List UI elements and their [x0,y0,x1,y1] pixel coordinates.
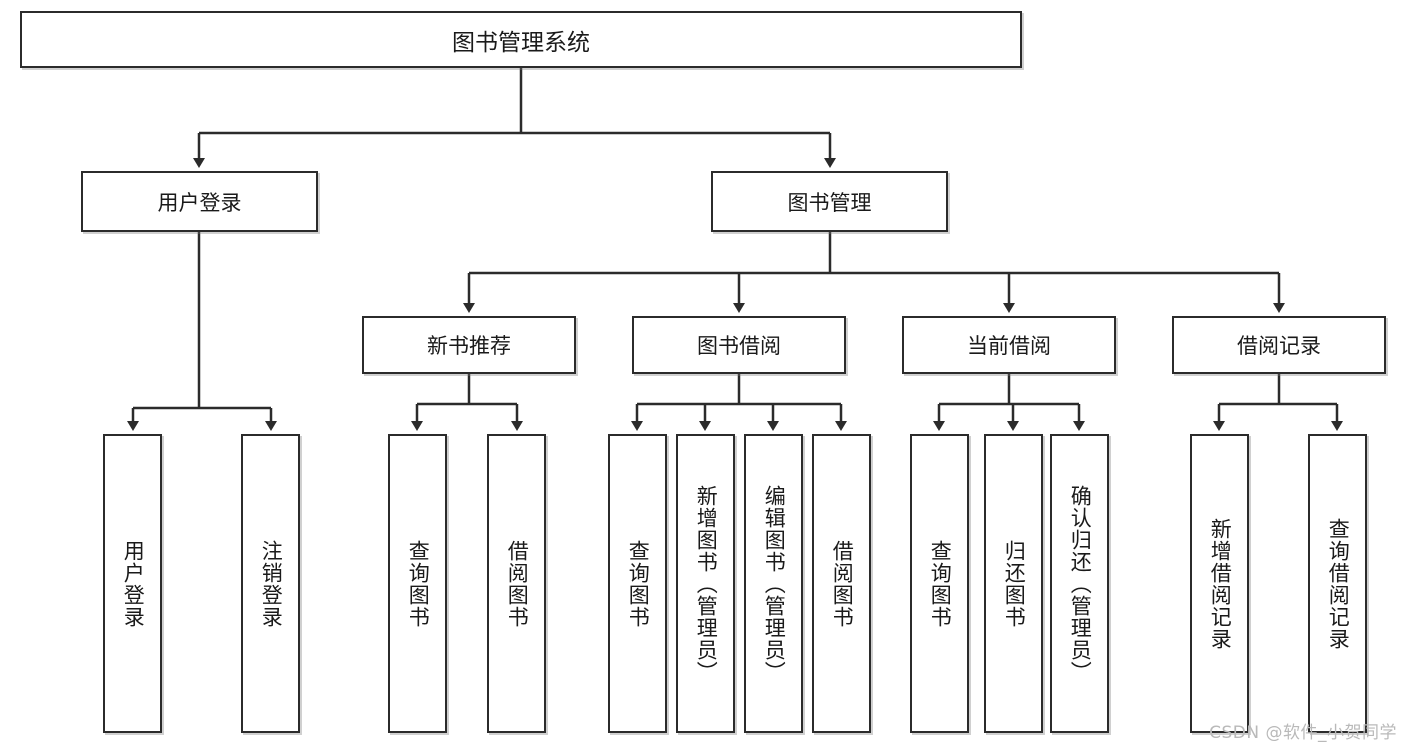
leaf-add-book-admin[interactable]: 新增图书（管理员） [676,434,735,733]
node-book-borrow-label: 图书借阅 [697,334,781,358]
leaf-query-book-recommend[interactable]: 查询图书 [388,434,447,733]
node-user-login[interactable]: 用户登录 [81,171,318,232]
leaf-user-login[interactable]: 用户登录 [103,434,162,733]
leaf-query-borrow-record[interactable]: 查询借阅记录 [1308,434,1367,733]
leaf-query-book-borrow-label: 查询图书 [626,539,651,628]
leaf-query-book-current[interactable]: 查询图书 [910,434,969,733]
node-current-borrow-label: 当前借阅 [967,334,1051,358]
leaf-add-borrow-record-label: 新增借阅记录 [1208,517,1233,650]
leaf-add-book-admin-label: 新增图书（管理员） [694,484,719,683]
node-root-label: 图书管理系统 [452,29,590,56]
leaf-user-login-label: 用户登录 [121,539,146,628]
node-user-login-label: 用户登录 [157,190,242,215]
leaf-borrow-book-label: 借阅图书 [830,539,855,628]
leaf-confirm-return-admin[interactable]: 确认归还（管理员） [1050,434,1109,733]
node-borrow-record-label: 借阅记录 [1237,334,1321,358]
node-book-management[interactable]: 图书管理 [711,171,948,232]
leaf-return-book-label: 归还图书 [1002,539,1027,628]
leaf-confirm-return-admin-label: 确认归还（管理员） [1068,484,1093,683]
node-borrow-record[interactable]: 借阅记录 [1172,316,1386,374]
leaf-logout[interactable]: 注销登录 [241,434,300,733]
watermark: CSDN @软件_小贺同学 [1209,723,1397,743]
node-current-borrow[interactable]: 当前借阅 [902,316,1116,374]
leaf-add-borrow-record[interactable]: 新增借阅记录 [1190,434,1249,733]
leaf-return-book[interactable]: 归还图书 [984,434,1043,733]
leaf-query-borrow-record-label: 查询借阅记录 [1326,517,1351,650]
node-book-management-label: 图书管理 [787,190,872,215]
leaf-query-book-recommend-label: 查询图书 [406,539,431,628]
leaf-borrow-book[interactable]: 借阅图书 [812,434,871,733]
leaf-query-book-current-label: 查询图书 [928,539,953,628]
node-new-book-recommend[interactable]: 新书推荐 [362,316,576,374]
leaf-edit-book-admin-label: 编辑图书（管理员） [762,484,787,683]
leaf-borrow-book-recommend[interactable]: 借阅图书 [487,434,546,733]
node-new-book-recommend-label: 新书推荐 [427,334,511,358]
leaf-borrow-book-recommend-label: 借阅图书 [505,539,530,628]
leaf-logout-label: 注销登录 [259,539,284,628]
leaf-query-book-borrow[interactable]: 查询图书 [608,434,667,733]
node-root[interactable]: 图书管理系统 [20,11,1022,68]
node-book-borrow[interactable]: 图书借阅 [632,316,846,374]
leaf-edit-book-admin[interactable]: 编辑图书（管理员） [744,434,803,733]
